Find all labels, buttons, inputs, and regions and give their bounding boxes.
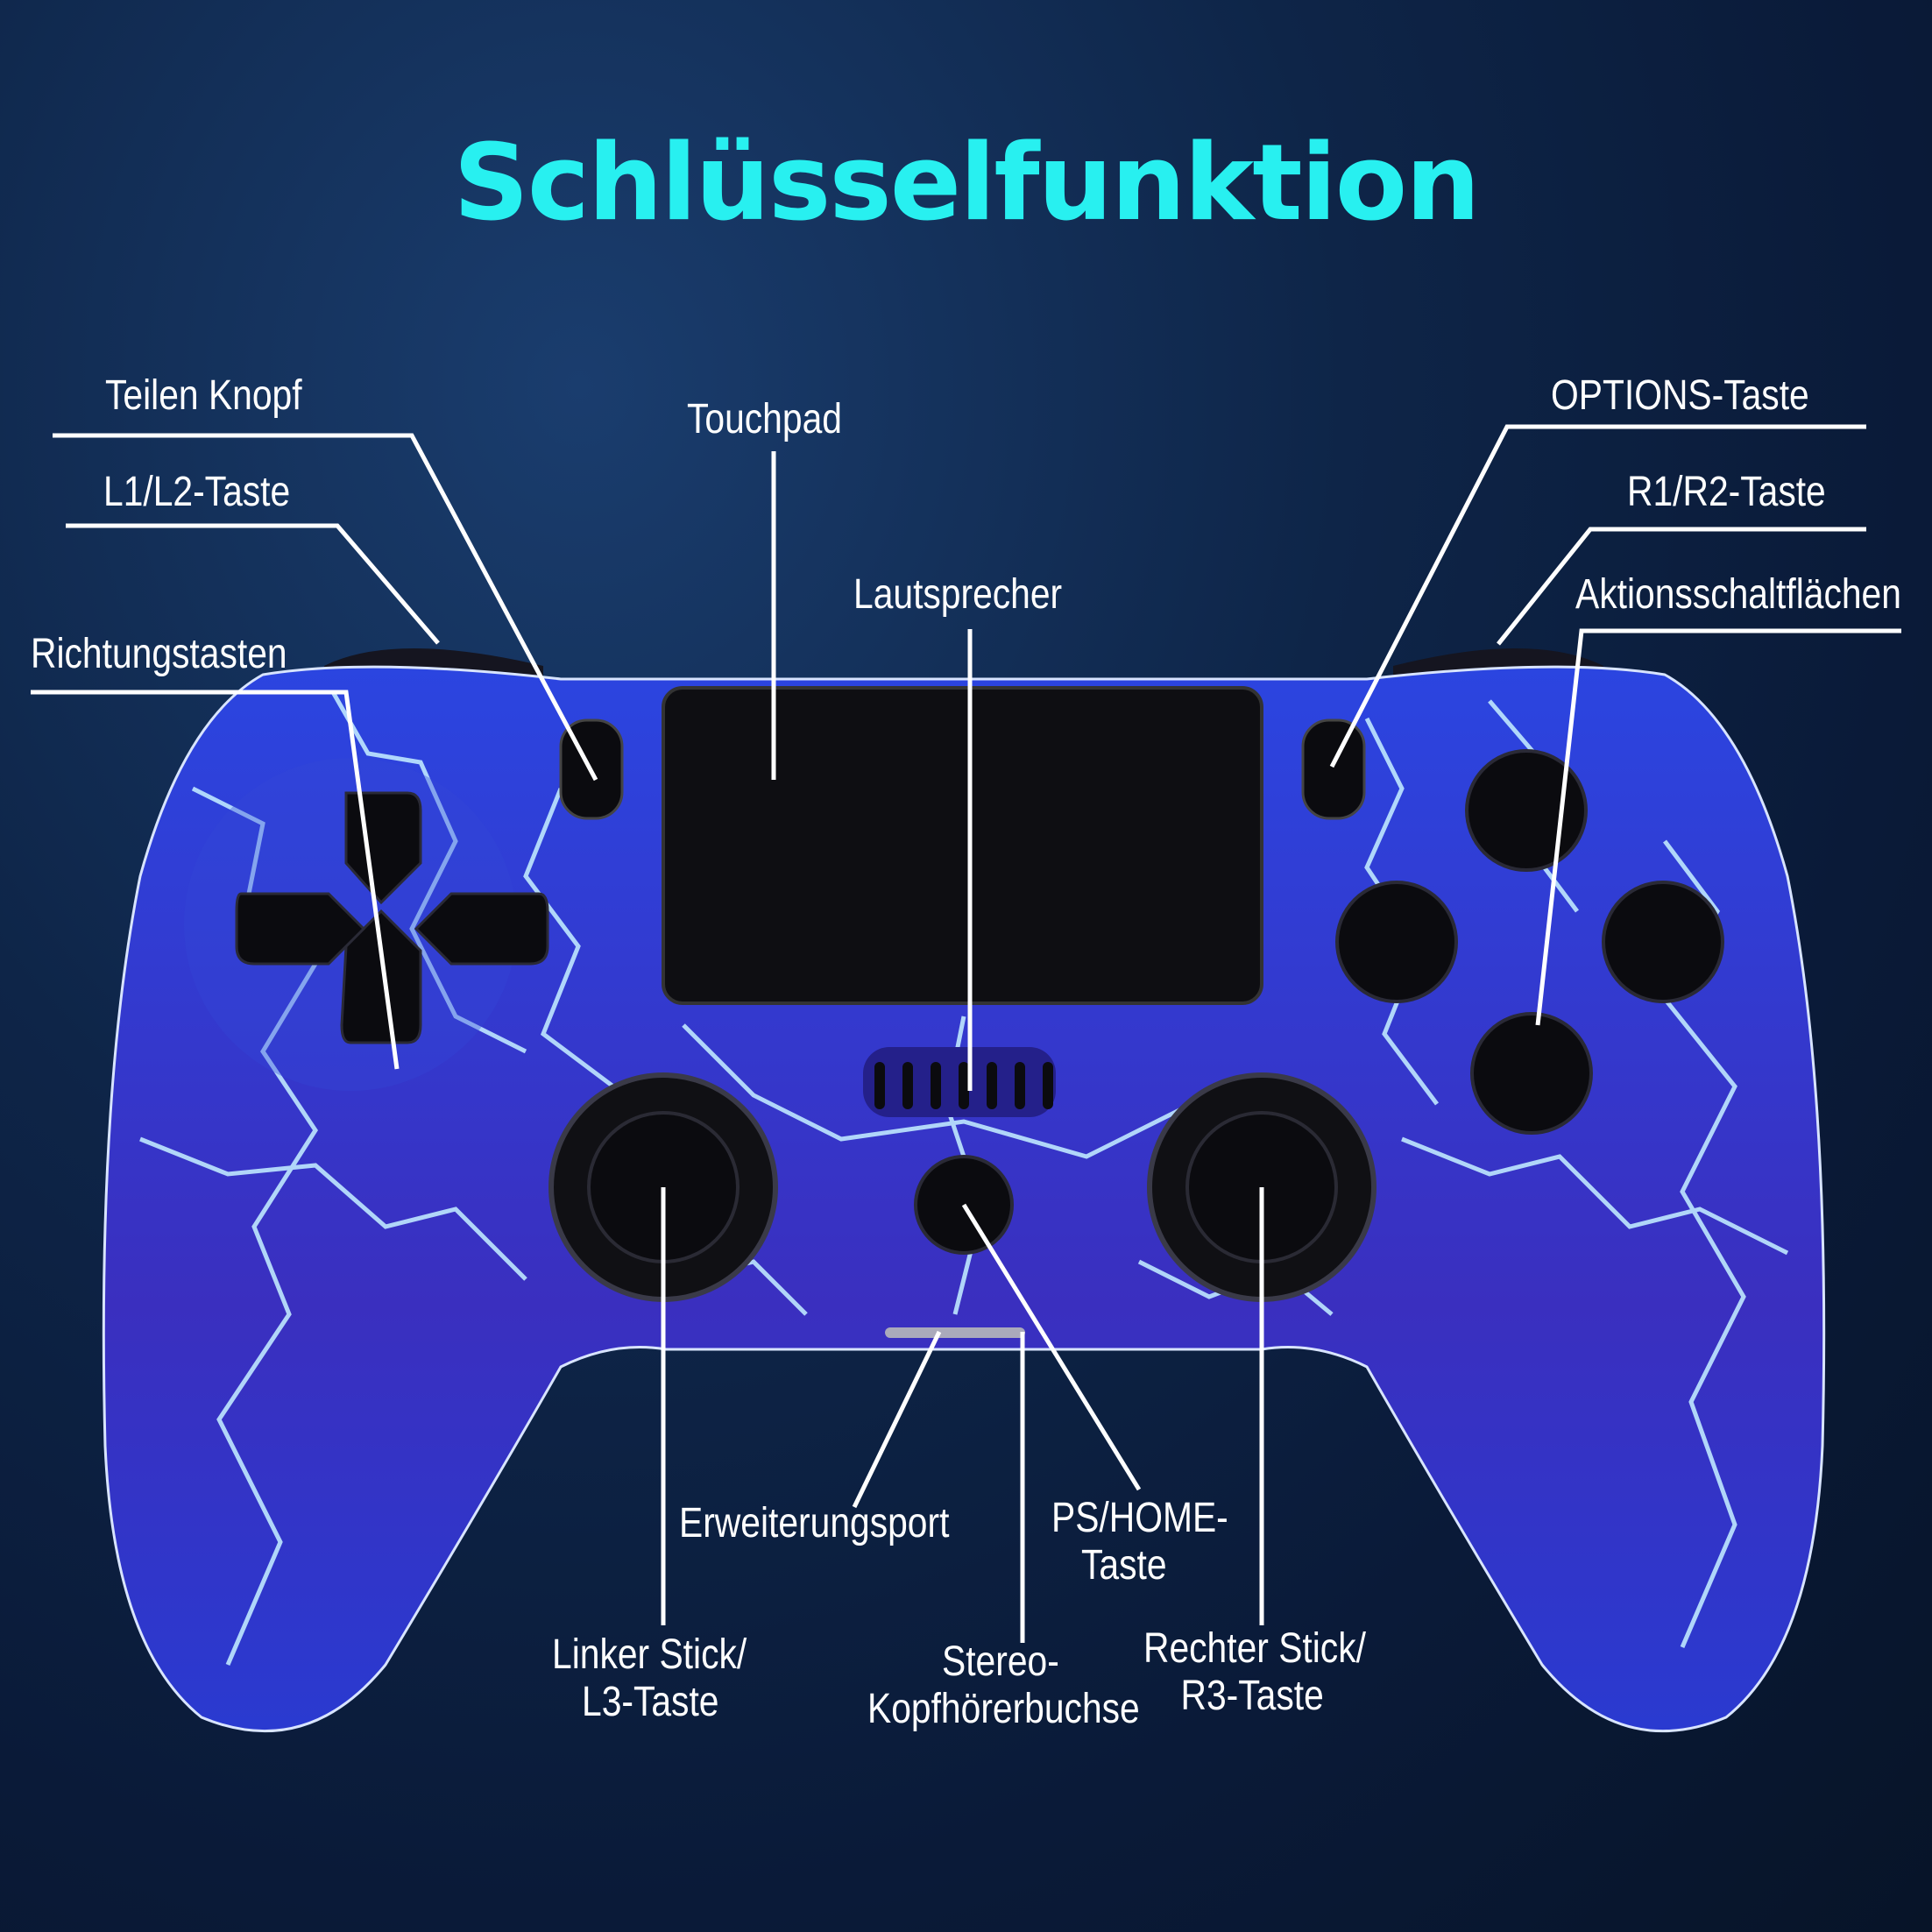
speaker-grill — [863, 1047, 1056, 1117]
label-touchpad: Touchpad — [687, 396, 842, 442]
label-options: OPTIONS-Taste — [1551, 372, 1809, 419]
label-r1-r2: R1/R2-Taste — [1627, 469, 1826, 515]
label-ps-home-line2: Taste — [1081, 1542, 1167, 1589]
label-right-stick-line2: R3-Taste — [1180, 1673, 1324, 1719]
label-extension-port: Erweiterungsport — [679, 1500, 950, 1546]
label-headphone-line2: Kopfhörerbuchse — [867, 1686, 1140, 1732]
label-headphone-line1: Stereo- — [942, 1638, 1059, 1685]
options-button — [1301, 718, 1366, 820]
label-speaker: Lautsprecher — [853, 571, 1063, 618]
label-right-stick: Rechter Stick/ R3-Taste — [1143, 1625, 1366, 1720]
callout-lines — [31, 424, 1901, 1643]
page-title: Schlüsselfunktion — [453, 123, 1480, 244]
label-right-stick-line1: Rechter Stick/ — [1143, 1625, 1366, 1672]
label-share-button: Teilen Knopf — [105, 372, 302, 419]
touchpad — [662, 686, 1263, 1005]
label-left-stick-line2: L3-Taste — [582, 1679, 719, 1725]
label-dpad: Richtungstasten — [31, 631, 287, 677]
label-left-stick: Linker Stick/ L3-Taste — [552, 1631, 747, 1726]
label-ps-home: PS/HOME- Taste — [1051, 1495, 1228, 1589]
label-headphone-jack: Stereo- Kopfhörerbuchse — [867, 1638, 1140, 1733]
label-left-stick-line1: Linker Stick/ — [552, 1631, 747, 1678]
label-ps-home-line1: PS/HOME- — [1051, 1495, 1228, 1541]
label-l1-l2: L1/L2-Taste — [103, 469, 291, 515]
label-action-buttons: Aktionsschaltflächen — [1575, 571, 1901, 618]
extension-port — [885, 1327, 1025, 1338]
